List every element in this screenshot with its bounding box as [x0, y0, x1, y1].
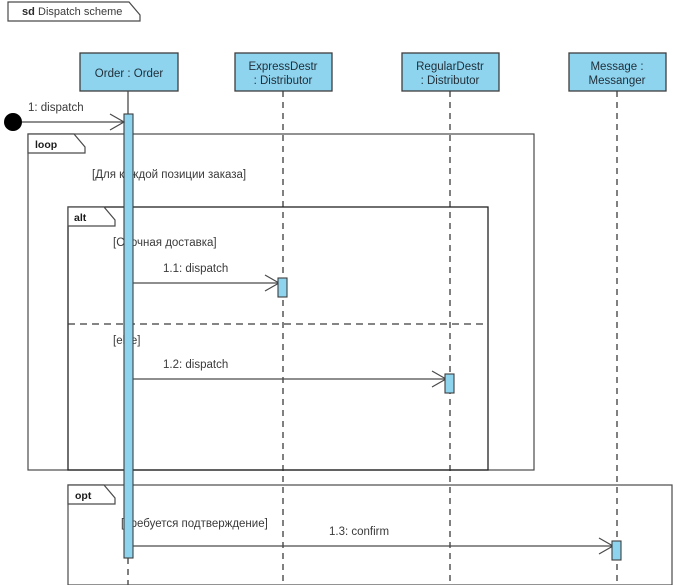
- message-label: 1: dispatch: [28, 102, 84, 114]
- activation-bar-regular-destr[interactable]: [444, 373, 455, 394]
- fragment-loop-box[interactable]: [27, 133, 535, 471]
- fragment-opt-operator-label: opt: [75, 490, 92, 502]
- fragment-alt-guard-label: [Срочная доставка]: [113, 237, 217, 249]
- fragment-opt[interactable]: opt [Требуется подтверждение]: [67, 484, 673, 585]
- lifeline-head-label-line1: ExpressDestr: [248, 61, 317, 73]
- lifeline-head-regular-destr[interactable]: RegularDestr : Distributor: [401, 52, 500, 92]
- lifeline-head-label-line2: : Distributor: [421, 75, 480, 87]
- lifeline-head-messenger[interactable]: Message : Messanger: [568, 52, 667, 92]
- lifeline-head-order[interactable]: Order : Order: [79, 52, 179, 92]
- lifeline-head-label-line2: : Distributor: [254, 75, 313, 87]
- lifeline-head-label-line2: Messanger: [589, 75, 646, 87]
- fragment-loop-guard-label: [Для каждой позиции заказа]: [92, 169, 246, 181]
- fragment-loop-operator-label: loop: [35, 139, 57, 151]
- fragment-opt-tag-shape: [67, 484, 116, 505]
- frame-tag-shape: [7, 1, 141, 22]
- fragment-alt-tag-shape: [67, 206, 116, 227]
- frame-kind-label: sd: [22, 6, 35, 18]
- fragment-alt-operator-label: alt: [74, 212, 87, 224]
- lifeline-head-box[interactable]: [79, 52, 179, 92]
- fragment-opt-guard-label: [Требуется подтверждение]: [121, 518, 268, 530]
- frame-title-label: Dispatch scheme: [38, 6, 122, 18]
- activation-bar-express-destr[interactable]: [277, 277, 288, 298]
- activation-bar-order[interactable]: [123, 113, 134, 559]
- start-node-icon: [4, 113, 22, 131]
- message-label: 1.2: dispatch: [163, 359, 228, 371]
- fragment-alt-box[interactable]: [67, 206, 489, 471]
- message-1-3-confirm[interactable]: 1.3: confirm: [133, 526, 622, 561]
- message-1-2-dispatch[interactable]: 1.2: dispatch: [133, 359, 455, 394]
- fragment-loop[interactable]: loop [Для каждой позиции заказа]: [27, 133, 535, 471]
- lifeline-head-label-line1: Order : Order: [95, 68, 164, 80]
- activation-bar-messenger[interactable]: [611, 540, 622, 561]
- arrowhead-icon: [109, 113, 126, 131]
- lifeline-head-box[interactable]: [568, 52, 667, 92]
- lifeline-head-label-line1: Message :: [590, 61, 643, 73]
- fragment-loop-tag-shape: [27, 133, 86, 154]
- lifeline-head-box[interactable]: [401, 52, 500, 92]
- diagram-frame-tag: sd Dispatch scheme: [7, 1, 141, 22]
- lifeline-head-label-line1: RegularDestr: [416, 61, 484, 73]
- lifeline-head-express-destr[interactable]: ExpressDestr : Distributor: [234, 52, 333, 92]
- fragment-alt[interactable]: alt [Срочная доставка] [else]: [67, 206, 489, 471]
- message-label: 1.3: confirm: [329, 526, 389, 538]
- fragment-opt-box[interactable]: [67, 484, 673, 585]
- message-label: 1.1: dispatch: [163, 263, 228, 275]
- message-1-1-dispatch[interactable]: 1.1: dispatch: [133, 263, 288, 298]
- message-1-dispatch[interactable]: 1: dispatch: [4, 102, 126, 131]
